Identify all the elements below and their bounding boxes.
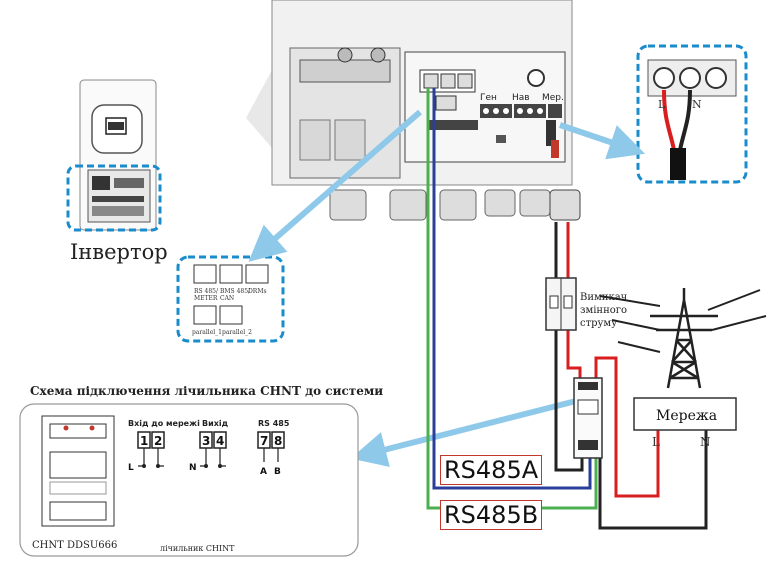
schema-b-label: B — [274, 467, 281, 477]
ac-breaker — [545, 277, 577, 331]
schema-meter-caption: лічильник CHINT — [160, 544, 235, 553]
mains-terminal-l-label: L — [658, 98, 666, 111]
schema-l-label: L — [128, 463, 134, 473]
arrow-to-schema — [350, 397, 581, 467]
energy-meter — [573, 377, 603, 459]
grid-l-label: L — [652, 435, 660, 449]
port-rs485-meter-line1: RS 485/ — [194, 288, 219, 295]
schema-n-label: N — [189, 463, 197, 473]
terminal-gen-label: Ген — [480, 93, 497, 103]
wire-black-meter-to-grid — [590, 430, 708, 530]
port-drms-label: DRMs — [248, 288, 267, 295]
grid-panel — [633, 397, 737, 431]
port-bms-can-line1: BMS 485/ — [220, 288, 251, 295]
breaker-label-line3: струму — [580, 318, 617, 329]
wire-blue-rs485 — [432, 88, 592, 490]
grid-panel-label: Мережа — [656, 408, 717, 424]
port-parallel-1-label: parallel_1 — [192, 329, 222, 336]
inverter-panel — [246, 0, 581, 221]
arrow-to-mains-callout — [559, 122, 646, 160]
breaker-label-line2: змінного — [580, 305, 627, 316]
arrow-to-port-callout — [248, 109, 422, 262]
schema-terminal-3: 3 — [202, 434, 210, 448]
port-detail-callout — [176, 255, 285, 343]
meter-wiring-schema — [19, 403, 359, 557]
schema-title: Схема підключення лічильника CHNT до сис… — [30, 384, 384, 398]
schema-terminal-2: 2 — [154, 434, 162, 448]
wire-red-meter-to-grid — [594, 356, 660, 498]
wire-red-breaker-to-meter — [566, 330, 582, 380]
schema-a-label: A — [260, 467, 267, 477]
power-pylon-icon — [599, 288, 767, 389]
rs485a-label: RS485A — [440, 455, 543, 485]
schema-rs485-label: RS 485 — [258, 419, 290, 428]
schema-terminal-8: 8 — [274, 434, 282, 448]
port-rs485-meter-line2: METER — [194, 295, 218, 302]
mains-terminal-n-label: N — [692, 98, 702, 111]
schema-grid-in-label: Вхід до мережі — [128, 418, 200, 428]
schema-terminal-7: 7 — [260, 434, 268, 448]
grid-n-label: N — [700, 435, 711, 449]
wire-black-breaker-to-meter — [554, 330, 584, 472]
rs485b-label: RS485B — [440, 500, 543, 530]
inverter-title: Інвертор — [70, 240, 168, 264]
port-parallel-2-label: parallel_2 — [222, 329, 252, 336]
port-bms-can-line2: CAN — [220, 295, 234, 302]
inverter-thumbnail — [66, 79, 162, 232]
mains-terminal-callout — [636, 44, 748, 184]
schema-model-label: CHNT DDSU666 — [32, 540, 117, 551]
schema-output-label: Вихід — [202, 418, 229, 428]
terminal-grid-label: Мер. — [542, 93, 564, 103]
terminal-load-label: Нав — [512, 93, 530, 103]
schema-terminal-1: 1 — [140, 434, 148, 448]
schema-terminal-4: 4 — [216, 434, 224, 448]
